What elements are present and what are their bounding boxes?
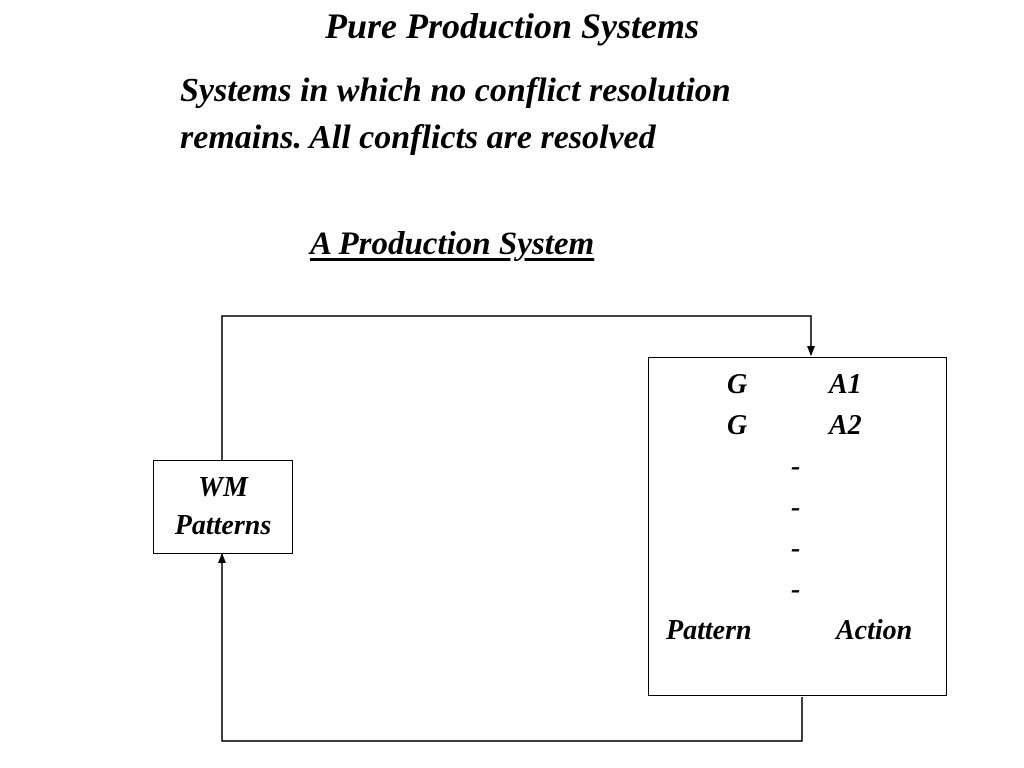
production-rules-box <box>648 357 947 696</box>
ellipsis-dash-1: - <box>791 451 801 482</box>
rule-1-condition: G <box>727 369 748 400</box>
page-title: Pure Production Systems <box>324 6 700 46</box>
wm-label: WM <box>198 472 248 503</box>
diagram-heading: A Production System <box>310 226 595 262</box>
feedback-line-bottom <box>218 553 803 742</box>
rule-1-action: A1 <box>829 369 862 400</box>
rule-2-action: A2 <box>829 410 862 441</box>
general-rule-condition: Pattern <box>666 615 752 646</box>
ellipsis-dash-3: - <box>791 533 801 564</box>
ellipsis-dash-4: - <box>791 574 801 605</box>
rule-2-condition: G <box>727 410 748 441</box>
subtitle-line-2: remains. All conflicts are resolved <box>180 119 656 156</box>
ellipsis-dash-2: - <box>791 492 801 523</box>
feedback-line-top <box>221 315 815 460</box>
subtitle-line-1: Systems in which no conflict resolution <box>180 72 731 109</box>
working-memory-box: WM Patterns <box>153 460 293 554</box>
general-rule-action: Action <box>836 615 913 646</box>
patterns-label: Patterns <box>174 510 272 541</box>
